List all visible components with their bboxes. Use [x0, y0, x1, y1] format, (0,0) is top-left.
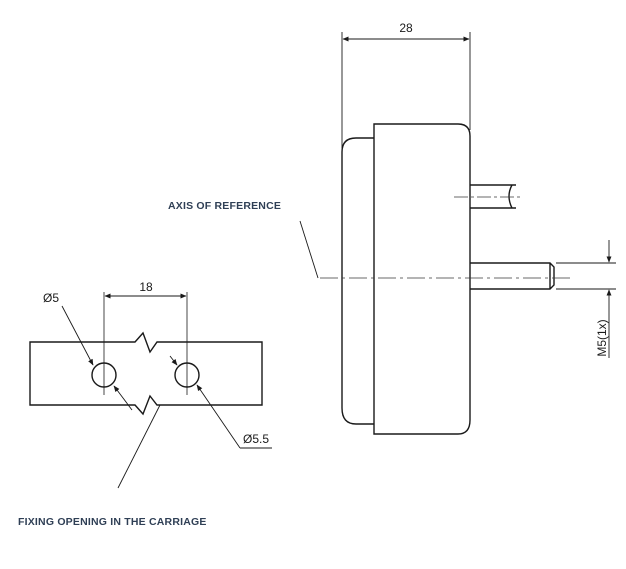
thread-dim-label: M5(1x) [595, 319, 609, 356]
carriage-plate [29, 331, 263, 416]
right-hole-dim-label: Ø5.5 [243, 432, 269, 446]
axis-of-reference-label: AXIS OF REFERENCE [168, 200, 281, 212]
width-dimension [341, 32, 471, 148]
caption-leader-line [117, 404, 161, 489]
axis-leader-line [299, 220, 319, 279]
width-dim-label: 28 [399, 21, 413, 35]
centerlines [320, 196, 572, 279]
left-hole-dim-label: Ø5 [43, 291, 59, 305]
main-body-outline [373, 123, 471, 435]
fixing-opening-caption: FIXING OPENING IN THE CARRIAGE [18, 516, 207, 528]
left-hole-leader [61, 305, 133, 411]
upper-shaft [470, 184, 516, 209]
right-hole-leader [169, 355, 272, 449]
spacing-dim-label: 18 [139, 280, 153, 294]
thread-dimension [556, 240, 616, 358]
output-shaft [470, 262, 555, 290]
carriage-outline [29, 331, 263, 416]
rear-cap-outline [341, 137, 374, 425]
hole-centerlines [103, 292, 188, 395]
side-view [341, 123, 555, 435]
